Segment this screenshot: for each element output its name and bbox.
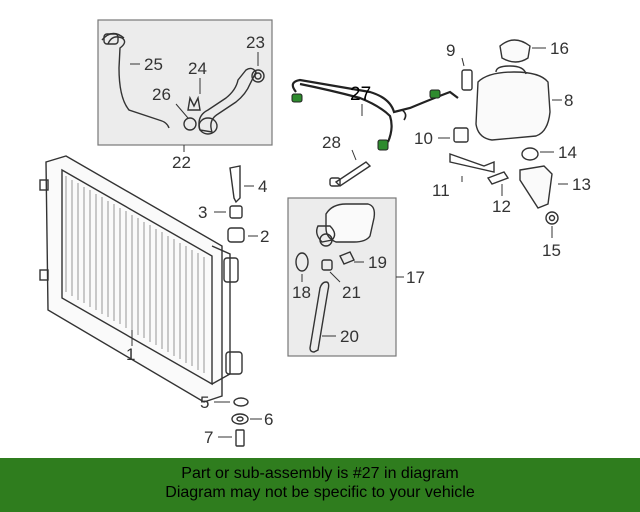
clip-21[interactable] (321, 259, 341, 283)
label-4: 4 (258, 177, 267, 196)
label-26: 26 (152, 85, 171, 104)
label-7: 7 (204, 428, 213, 447)
label-16: 16 (550, 39, 569, 58)
label-23: 23 (246, 33, 265, 52)
label-6: 6 (264, 410, 273, 429)
label-5: 5 (200, 393, 209, 412)
clip-26[interactable] (175, 103, 197, 131)
label-19: 19 (368, 253, 387, 272)
label-14: 14 (558, 143, 577, 162)
mount-2[interactable] (227, 227, 258, 243)
grommet-3[interactable] (214, 205, 243, 219)
label-11: 11 (432, 181, 450, 200)
seal-19[interactable] (339, 251, 364, 265)
hose-25[interactable] (101, 32, 170, 129)
label-13: 13 (572, 175, 591, 194)
label-12: 12 (492, 197, 511, 216)
bolt-7[interactable] (218, 429, 245, 447)
bracket-13[interactable] (519, 165, 568, 209)
bracket-11[interactable] (449, 153, 495, 182)
label-15: 15 (542, 241, 561, 260)
label-27: 27 (350, 84, 371, 105)
footer-line-2: Diagram may not be specific to your vehi… (165, 484, 475, 501)
parts-diagram: 1 2 3 4 5 6 7 8 9 10 11 12 13 14 15 16 1… (39, 19, 591, 447)
reservoir-cap-16[interactable] (499, 39, 546, 63)
bolt-12[interactable] (486, 171, 510, 196)
bolt-9[interactable] (461, 57, 473, 91)
sensor-28[interactable] (329, 149, 372, 187)
bushing-6[interactable] (231, 413, 262, 425)
label-22: 22 (172, 153, 191, 172)
outlet-housing[interactable] (315, 203, 376, 247)
hose-group-box (97, 19, 273, 152)
label-28: 28 (322, 133, 341, 152)
o-ring-18[interactable] (295, 252, 309, 282)
footer-banner: Part or sub-assembly is #27 in diagram D… (0, 458, 640, 512)
grommet-10[interactable] (438, 127, 469, 143)
pad-5[interactable] (214, 397, 249, 407)
bracket-24[interactable] (187, 78, 201, 111)
bushing-4[interactable] (229, 165, 254, 204)
label-17: 17 (406, 268, 425, 287)
label-8: 8 (564, 91, 573, 110)
label-10: 10 (414, 129, 433, 148)
label-1: 1 (126, 345, 135, 364)
footer-line-1: Part or sub-assembly is #27 in diagram (181, 465, 459, 482)
label-24: 24 (188, 59, 207, 78)
label-20: 20 (340, 327, 359, 346)
label-2: 2 (260, 227, 269, 246)
nut-15[interactable] (545, 211, 559, 238)
label-25: 25 (144, 55, 163, 74)
wiring-harness-27[interactable] (291, 78, 459, 151)
label-21: 21 (342, 283, 361, 302)
pipe-20[interactable] (309, 281, 336, 353)
radiator-1[interactable] (39, 155, 243, 403)
label-3: 3 (198, 203, 207, 222)
coolant-reservoir-8[interactable] (475, 65, 562, 141)
label-9: 9 (446, 41, 455, 60)
pad-14[interactable] (521, 147, 554, 161)
label-18: 18 (292, 283, 311, 302)
coolant-hose-23[interactable] (198, 52, 265, 135)
